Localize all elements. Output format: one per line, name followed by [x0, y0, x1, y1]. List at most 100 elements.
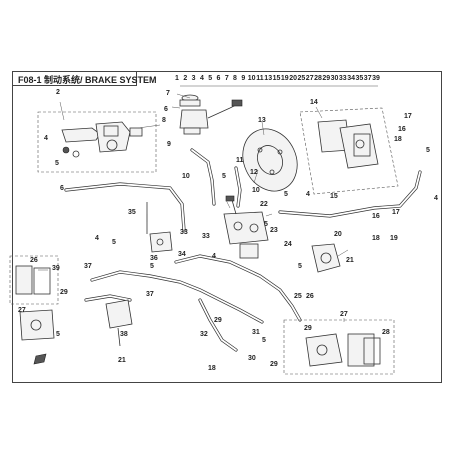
- header-number-3: 3: [192, 75, 196, 82]
- header-number-39: 39: [372, 75, 380, 82]
- callout-13: 13: [258, 117, 266, 124]
- callout-4d: 4: [306, 191, 310, 198]
- rear-caliper-assembly-right: [283, 319, 395, 375]
- callout-5i: 5: [112, 239, 116, 246]
- callout-4f: 4: [95, 235, 99, 242]
- callout-5: 5: [55, 160, 59, 167]
- callout-7: 7: [166, 90, 170, 97]
- header-number-20: 20: [289, 75, 297, 82]
- callout-38: 38: [120, 331, 128, 338]
- callout-5f: 5: [264, 221, 268, 228]
- page-title: F08-1 制动系统/ BRAKE SYSTEM: [18, 75, 157, 85]
- header-number-27: 27: [306, 75, 314, 82]
- diagram-frame: F08-1 制动系统/ BRAKE SYSTEM: [12, 71, 442, 383]
- callout-21b: 21: [118, 357, 126, 364]
- callout-8: 8: [162, 117, 166, 124]
- header-number-8: 8: [233, 75, 237, 82]
- header-number-2: 2: [183, 75, 187, 82]
- header-number-30: 30: [331, 75, 339, 82]
- header-number-4: 4: [200, 75, 204, 82]
- callout-6b: 6: [60, 185, 64, 192]
- callout-36: 36: [150, 255, 158, 262]
- callout-labels: 2 7 6 8 9 4 5 6 13 11 5 12 10 10 14 17 1…: [18, 89, 438, 372]
- callout-33: 33: [180, 229, 188, 236]
- callout-24: 24: [284, 241, 292, 248]
- header-number-33: 33: [339, 75, 347, 82]
- callout-5k: 5: [262, 337, 266, 344]
- callout-18: 18: [394, 136, 402, 143]
- callout-5h: 5: [150, 263, 154, 270]
- callout-28: 28: [382, 329, 390, 336]
- upper-brake-lines: [64, 148, 422, 232]
- callout-9: 9: [167, 141, 171, 148]
- callout-29c: 29: [270, 361, 278, 368]
- callout-31: 31: [252, 329, 260, 336]
- left-junction-block: [146, 202, 173, 253]
- callout-32: 32: [200, 331, 208, 338]
- header-number-28: 28: [314, 75, 322, 82]
- callout-37: 37: [84, 263, 92, 270]
- header-number-5: 5: [208, 75, 212, 82]
- header-number-10: 10: [248, 75, 256, 82]
- callout-5e: 5: [284, 191, 288, 198]
- header-number-6: 6: [217, 75, 221, 82]
- title-box: F08-1 制动系统/ BRAKE SYSTEM: [13, 72, 157, 86]
- callout-5d: 5: [426, 147, 430, 154]
- lower-brake-lines: [84, 254, 302, 352]
- header-number-1: 1: [175, 75, 179, 82]
- callout-15: 15: [330, 193, 338, 200]
- callout-34: 34: [178, 251, 186, 258]
- callout-17: 17: [404, 113, 412, 120]
- callout-23: 23: [270, 227, 278, 234]
- header-number-35: 35: [356, 75, 364, 82]
- callout-2: 2: [56, 89, 60, 96]
- callout-27b: 27: [340, 311, 348, 318]
- header-number-19: 19: [281, 75, 289, 82]
- callout-14: 14: [310, 99, 318, 106]
- callout-19: 19: [390, 235, 398, 242]
- callout-26: 26: [306, 293, 314, 300]
- callout-30: 30: [248, 355, 256, 362]
- header-number-29: 29: [322, 75, 330, 82]
- header-number-9: 9: [241, 75, 245, 82]
- callout-18c: 18: [208, 365, 216, 372]
- front-caliper-assembly: [299, 107, 399, 195]
- callout-29b: 29: [214, 317, 222, 324]
- rear-caliper-assembly-left: [9, 255, 59, 365]
- rear-caliper-right: [311, 243, 341, 273]
- callout-12: 12: [250, 169, 258, 176]
- callout-16: 16: [398, 126, 406, 133]
- callout-20: 20: [334, 231, 342, 238]
- callout-18b: 18: [372, 235, 380, 242]
- header-number-11: 11: [256, 75, 264, 82]
- callout-4e: 4: [212, 253, 216, 260]
- rear-master-cylinder: [105, 299, 133, 347]
- callout-5c: 5: [222, 173, 226, 180]
- callout-16b: 16: [372, 213, 380, 220]
- callout-5j: 5: [56, 331, 60, 338]
- header-number-15: 15: [273, 75, 281, 82]
- callout-5g: 5: [298, 263, 302, 270]
- brake-reservoir: [179, 94, 243, 135]
- header-number-34: 34: [347, 75, 355, 82]
- callout-21: 21: [346, 257, 354, 264]
- brake-distributor: [223, 195, 269, 259]
- front-master-cylinder: [37, 111, 157, 173]
- callout-22: 22: [260, 201, 268, 208]
- header-number-13: 13: [264, 75, 272, 82]
- callout-26b: 26: [30, 257, 38, 264]
- leader-lines: [38, 93, 349, 322]
- callout-11: 11: [236, 157, 244, 164]
- callout-4c: 4: [434, 195, 438, 202]
- header-number-37: 37: [364, 75, 372, 82]
- header-number-7: 7: [225, 75, 229, 82]
- callout-10: 10: [252, 187, 260, 194]
- callout-35: 35: [128, 209, 136, 216]
- callout-37b: 37: [146, 291, 154, 298]
- callout-29d: 29: [304, 325, 312, 332]
- callout-6: 6: [164, 106, 168, 113]
- callout-10b: 10: [182, 173, 190, 180]
- callout-39: 39: [52, 265, 60, 272]
